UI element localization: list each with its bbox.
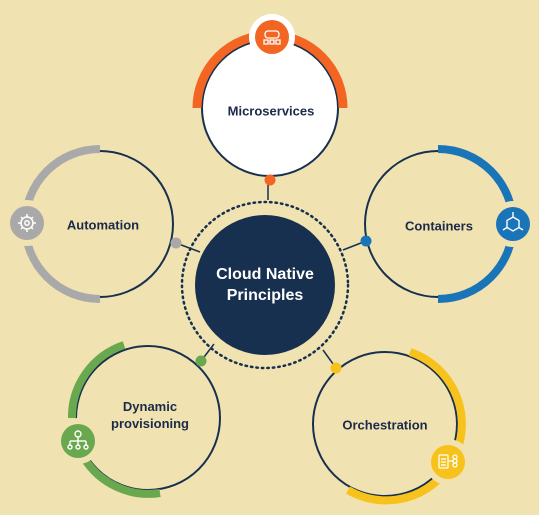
center-title-line2: Principles [226, 287, 304, 304]
containers-label: Containers [405, 218, 473, 234]
containers-icon [496, 207, 530, 241]
dynamic-provisioning-node [55, 341, 221, 498]
dynamic-provisioning-dot [195, 355, 207, 367]
dynamic-provisioning-label-line2: provisioning [111, 416, 189, 431]
microservices-label: Microservices [227, 103, 315, 119]
center-circle [195, 215, 335, 355]
microservices-node [192, 14, 348, 186]
orchestration-accent-arc-top [408, 348, 466, 450]
orchestration-ring [312, 351, 458, 497]
microservices-icon [255, 20, 289, 54]
automation-label: Automation [66, 217, 140, 233]
orchestration-accent-arc-bottom [345, 475, 443, 505]
containers-node [360, 145, 536, 303]
microservices-dot [264, 174, 276, 186]
center-dotted-ring [180, 200, 350, 370]
dynamic-provisioning-accent-arc-bottom [80, 455, 161, 498]
orchestration-node [312, 348, 471, 505]
orchestration-label: Orchestration [342, 417, 428, 433]
orchestration-dot [330, 362, 342, 374]
automation-dot [170, 237, 182, 249]
containers-dot [360, 235, 372, 247]
dynamic-provisioning-accent-arc-top [67, 341, 126, 419]
center-title-line1: Cloud Native [216, 266, 314, 283]
center-title: Cloud Native Principles [216, 264, 314, 306]
automation-node [4, 145, 182, 303]
gear-icon [10, 206, 44, 240]
dynamic-provisioning-label-line1: Dynamic [122, 399, 178, 414]
dynamic-provisioning-label: Dynamic provisioning [111, 398, 189, 432]
